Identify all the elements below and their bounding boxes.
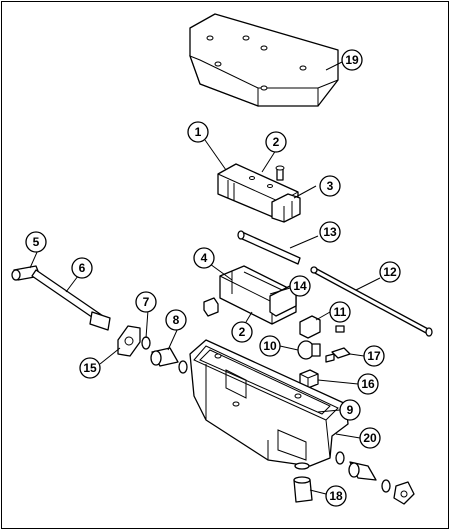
callout-15: 15: [79, 357, 101, 379]
callout-13-label: 13: [323, 225, 337, 239]
callout-5: 5: [25, 231, 47, 253]
part-17-screw: [325, 347, 351, 363]
part-9-bushing-right: [335, 451, 415, 505]
part-3-end-clip: [271, 193, 301, 223]
callout-13: 13: [319, 221, 341, 243]
part-15-end-cap: [117, 325, 141, 357]
part-10-cylinder: [297, 340, 321, 360]
callout-12: 12: [379, 261, 401, 283]
part-12-long-rod: [310, 266, 433, 337]
callout-6-label: 6: [79, 261, 86, 275]
callout-2-top: 2: [265, 131, 287, 153]
part-11-small-block: [299, 315, 345, 339]
callout-12-label: 12: [383, 265, 397, 279]
callout-11-label: 11: [334, 305, 347, 319]
callout-16-label: 16: [361, 377, 375, 391]
callout-2-bottom: 2: [231, 321, 253, 343]
callout-14: 14: [289, 275, 311, 297]
callout-6: 6: [71, 257, 93, 279]
callout-16: 16: [357, 373, 379, 395]
callout-9-label: 9: [347, 403, 354, 417]
part-20-main-housing: [189, 339, 349, 467]
callout-11: 11: [329, 301, 351, 323]
callout-2-top-label: 2: [273, 135, 280, 149]
callout-18: 18: [325, 485, 347, 507]
callout-9: 9: [339, 399, 361, 421]
part-13-pin: [237, 230, 301, 265]
callout-20-label: 20: [363, 431, 377, 445]
leader-lines: [29, 61, 381, 495]
part-7-o-ring: [141, 336, 151, 350]
callout-14-label: 14: [293, 279, 307, 293]
callout-7-label: 7: [143, 295, 150, 309]
callout-19-label: 19: [345, 53, 359, 67]
callout-1: 1: [187, 121, 209, 143]
callout-5-label: 5: [33, 235, 40, 249]
callout-19: 19: [341, 49, 363, 71]
part-18-plug: [293, 462, 313, 503]
part-8-bushing: [150, 347, 188, 374]
callout-17: 17: [363, 345, 385, 367]
callout-10: 10: [259, 335, 281, 357]
callout-2-bottom-label: 2: [239, 325, 246, 339]
callout-15-label: 15: [83, 361, 97, 375]
callout-3: 3: [319, 175, 341, 197]
callout-8: 8: [165, 309, 187, 331]
callout-1-label: 1: [195, 125, 202, 139]
callout-3-label: 3: [327, 179, 334, 193]
small-clip: [203, 297, 219, 317]
callout-17-label: 17: [367, 349, 381, 363]
part-19-cover-plate: [189, 13, 339, 107]
part-6-shaft: [11, 265, 111, 331]
callout-18-label: 18: [329, 489, 343, 503]
callout-10-label: 10: [263, 339, 277, 353]
callout-4-label: 4: [201, 251, 208, 265]
part-2-screw-top: [275, 165, 285, 181]
callout-20: 20: [359, 427, 381, 449]
callout-8-label: 8: [173, 313, 180, 327]
callout-4: 4: [193, 247, 215, 269]
callout-7: 7: [135, 291, 157, 313]
